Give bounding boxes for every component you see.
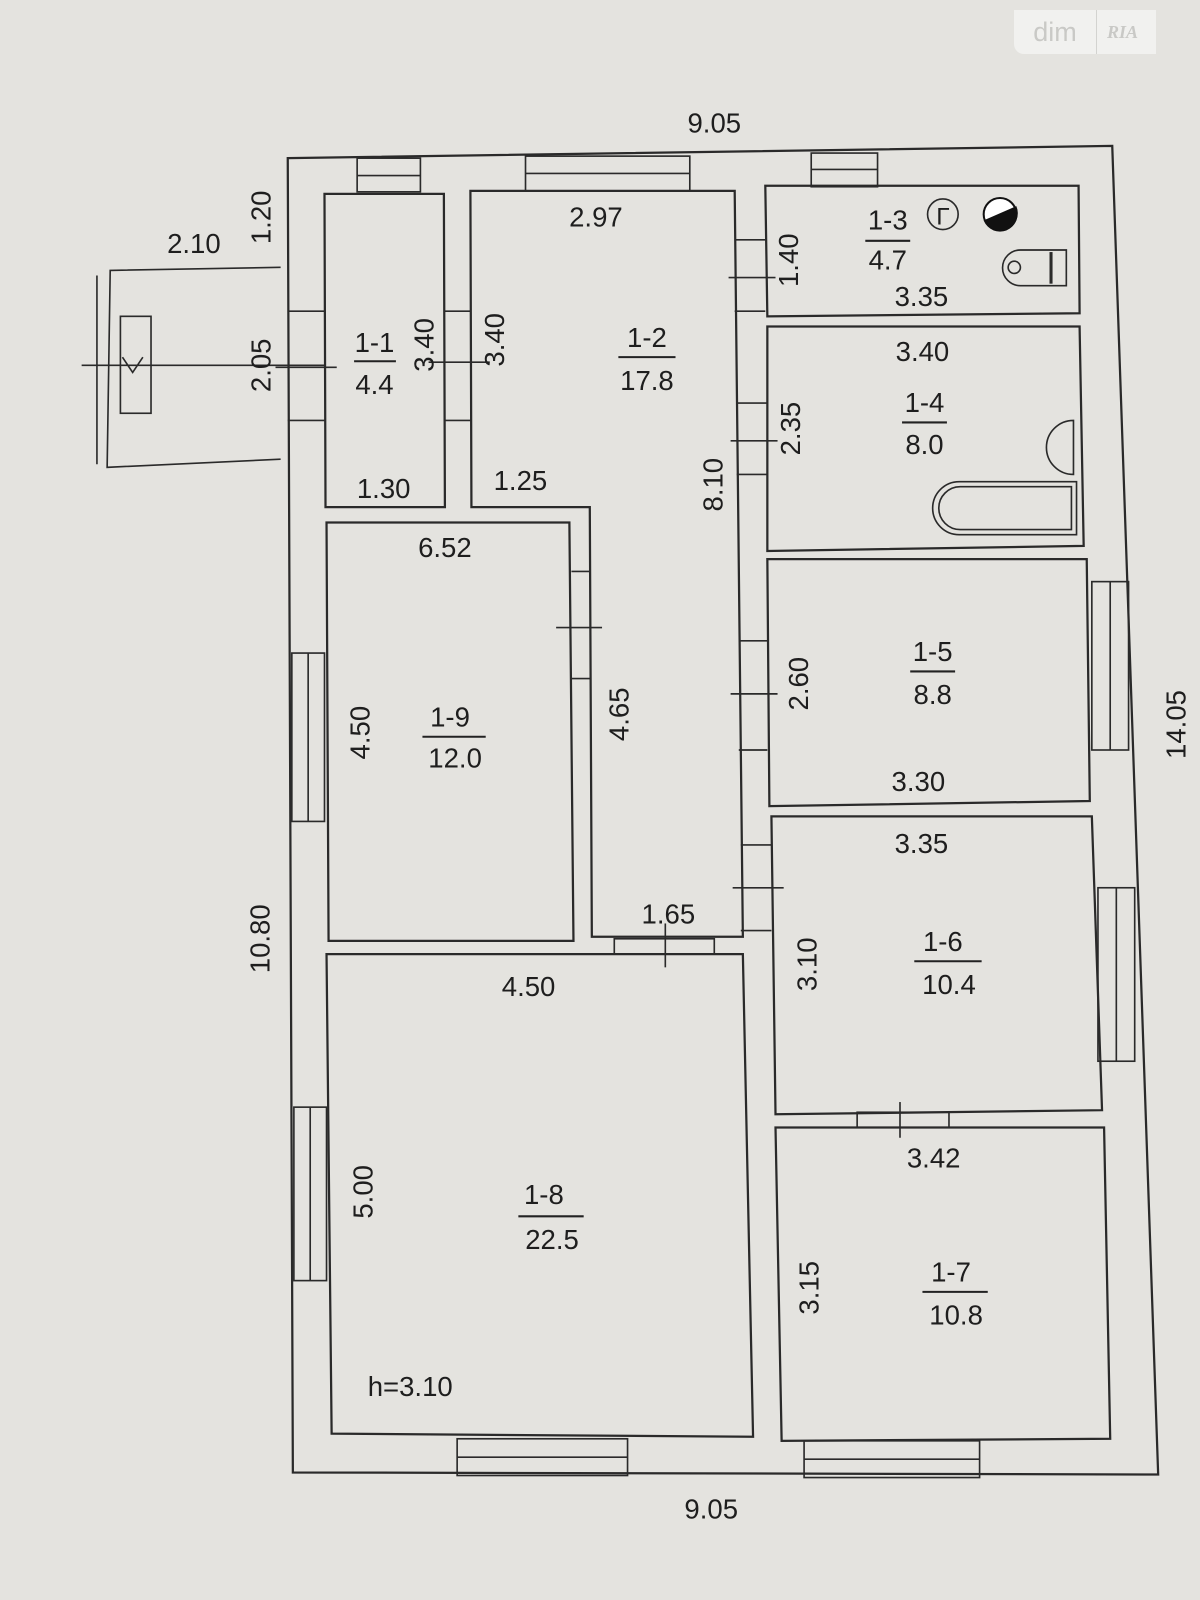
dim-1-8-width: 4.50 — [502, 971, 556, 1002]
room-label-1-3: 1-3 4.7 — [865, 205, 911, 275]
dim-1-1-width: 1.30 — [357, 473, 411, 504]
svg-text:10.8: 10.8 — [929, 1299, 983, 1330]
dim-1-2-bottom: 1.65 — [642, 898, 696, 929]
sink-icon — [1045, 419, 1075, 476]
svg-text:Г: Г — [936, 203, 949, 230]
meter-icon — [982, 196, 1018, 232]
dim-porch-width: 2.10 — [167, 228, 221, 259]
dim-1-7-width: 3.42 — [907, 1142, 961, 1173]
windows — [291, 152, 1136, 1479]
room-1-2 — [469, 189, 744, 938]
svg-text:8.8: 8.8 — [914, 679, 952, 710]
dim-outer-top: 9.05 — [687, 108, 741, 139]
room-1-1 — [323, 192, 447, 509]
room-1-8 — [325, 952, 755, 1438]
svg-text:1-5: 1-5 — [913, 636, 953, 667]
dim-1-9-height: 4.50 — [344, 706, 375, 760]
dim-outer-bottom: 9.05 — [684, 1493, 738, 1524]
dim-1-1-height: 3.40 — [409, 318, 440, 372]
svg-text:1-1: 1-1 — [355, 327, 395, 358]
room-label-1-4: 1-4 8.0 — [902, 387, 947, 460]
doors — [275, 238, 950, 1138]
dim-1-9-width: 6.52 — [418, 532, 472, 563]
dim-porch-depth: 2.05 — [245, 338, 276, 392]
dim-1-2-upper: 3.40 — [479, 313, 510, 367]
dim-1-3-height: 1.40 — [773, 233, 804, 287]
svg-text:1-9: 1-9 — [430, 702, 470, 733]
room-1-6 — [770, 815, 1104, 1116]
svg-text:1-7: 1-7 — [931, 1257, 971, 1288]
dim-1-5-height: 2.60 — [783, 657, 814, 711]
svg-text:17.8: 17.8 — [620, 365, 674, 396]
svg-text:10.4: 10.4 — [922, 969, 976, 1000]
room-label-1-1: 1-1 4.4 — [354, 327, 396, 400]
room-label-1-7: 1-7 10.8 — [922, 1257, 988, 1330]
dim-1-2-step: 1.25 — [494, 465, 548, 496]
porch — [81, 266, 325, 469]
room-1-5 — [766, 558, 1091, 808]
svg-text:1-4: 1-4 — [905, 387, 945, 418]
dim-1-3-width: 3.35 — [895, 281, 949, 312]
svg-text:4.7: 4.7 — [869, 244, 907, 275]
room-1-7 — [774, 1126, 1112, 1442]
dim-outer-left: 10.80 — [244, 904, 275, 973]
room-label-1-9: 1-9 12.0 — [422, 702, 486, 773]
room-1-3 — [764, 184, 1081, 318]
svg-text:1-3: 1-3 — [868, 205, 908, 236]
room-1-9 — [325, 521, 575, 942]
dim-1-4-height: 2.35 — [775, 402, 806, 456]
dim-1-6-height: 3.10 — [791, 937, 822, 991]
bathtub-icon — [931, 480, 1078, 536]
dim-1-4-width: 3.40 — [896, 336, 950, 367]
watermark: dim RIA — [1014, 10, 1156, 54]
watermark-brand2: RIA — [1107, 21, 1139, 42]
dim-1-2-lower: 4.65 — [604, 687, 635, 741]
svg-text:1-2: 1-2 — [627, 322, 667, 353]
room-1-4 — [766, 325, 1085, 553]
room-label-1-2: 1-2 17.8 — [618, 322, 676, 396]
dim-outer-right: 14.05 — [1161, 690, 1192, 759]
dim-1-8-height: 5.00 — [347, 1165, 378, 1219]
toilet-icon — [1001, 249, 1068, 287]
room-label-1-6: 1-6 10.4 — [914, 926, 982, 1000]
svg-text:22.5: 22.5 — [525, 1224, 579, 1255]
dim-1-7-height: 3.15 — [793, 1261, 824, 1315]
room-label-1-5: 1-5 8.8 — [910, 636, 956, 710]
dim-1-2-width: 2.97 — [569, 202, 623, 233]
dim-1-6-width: 3.35 — [895, 828, 949, 859]
dim-1-5-width: 3.30 — [892, 766, 946, 797]
gas-boiler-icon: Г — [926, 198, 959, 230]
svg-text:8.0: 8.0 — [905, 429, 943, 460]
dim-1-2-length: 8.10 — [697, 458, 728, 512]
svg-text:12.0: 12.0 — [428, 742, 482, 773]
svg-text:1-8: 1-8 — [524, 1179, 564, 1210]
svg-text:4.4: 4.4 — [355, 369, 393, 400]
ceiling-height: h=3.10 — [368, 1371, 453, 1402]
room-label-1-8: 1-8 22.5 — [518, 1179, 584, 1255]
outer-wall — [286, 144, 1160, 1476]
svg-text:1-6: 1-6 — [923, 926, 963, 957]
dim-porch-offset: 1.20 — [245, 191, 276, 245]
watermark-brand: dim — [1014, 10, 1097, 54]
